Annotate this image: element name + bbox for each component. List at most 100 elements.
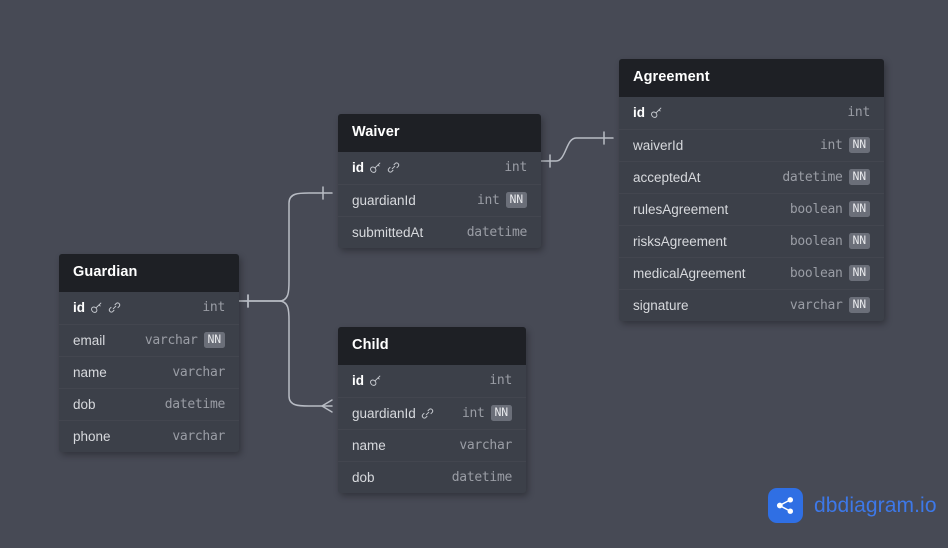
not-null-badge: NN (505, 192, 527, 208)
field-row[interactable]: medicalAgreement boolean NN (619, 256, 884, 289)
brand-label: dbdiagram.io (814, 493, 937, 517)
field-name-label: waiverId (633, 137, 684, 153)
field-row[interactable]: guardianId int NN (338, 183, 541, 216)
field-name: risksAgreement (633, 234, 727, 249)
field-row[interactable]: guardianId int NN (338, 396, 526, 429)
field-type: varchar (789, 297, 843, 313)
field-row[interactable]: email varchar NN (59, 323, 239, 356)
field-type: int (461, 405, 485, 421)
field-name-label: id (352, 373, 364, 388)
field-name: acceptedAt (633, 170, 701, 185)
table-title[interactable]: Guardian (59, 254, 239, 292)
field-type: varchar (459, 437, 512, 453)
field-row[interactable]: submittedAt datetime (338, 215, 541, 248)
field-name: submittedAt (352, 225, 423, 240)
field-type: datetime (164, 396, 226, 412)
not-null-badge: NN (848, 137, 870, 153)
field-type: boolean (789, 233, 843, 249)
field-name: waiverId (633, 138, 683, 153)
field-name: id (352, 373, 382, 388)
field-name: id (352, 160, 400, 175)
field-name-label: guardianId (352, 405, 416, 421)
not-null-badge: NN (490, 405, 512, 421)
table-title[interactable]: Agreement (619, 59, 884, 97)
dbdiagram-brand[interactable]: dbdiagram.io (768, 488, 937, 523)
field-name-label: rulesAgreement (633, 201, 729, 217)
field-name-label: dob (352, 469, 375, 485)
field-type: int (847, 105, 870, 120)
field-name-label: acceptedAt (633, 169, 701, 185)
field-type: varchar (172, 364, 225, 380)
field-name-label: signature (633, 297, 689, 313)
link-icon (387, 161, 400, 174)
field-name-label: medicalAgreement (633, 265, 746, 281)
field-type: varchar (172, 428, 225, 444)
field-name-label: id (633, 105, 645, 120)
field-type: datetime (466, 224, 528, 240)
field-name-label: name (352, 437, 386, 453)
share-network-icon (768, 488, 803, 523)
field-type: int (489, 373, 512, 388)
field-name-label: guardianId (352, 192, 416, 208)
link-icon (421, 407, 434, 420)
field-row[interactable]: risksAgreement boolean NN (619, 224, 884, 257)
relationship-waiver-to-agreement (540, 131, 614, 168)
key-icon (650, 106, 663, 119)
field-row[interactable]: waiverId int NN (619, 128, 884, 161)
table-title[interactable]: Waiver (338, 114, 541, 152)
field-name: rulesAgreement (633, 202, 728, 217)
field-row[interactable]: phone varchar (59, 419, 239, 452)
field-type: datetime (782, 169, 843, 185)
link-icon (108, 301, 121, 314)
not-null-badge: NN (848, 233, 870, 249)
field-name-label: name (73, 364, 107, 380)
field-name: dob (352, 470, 375, 485)
field-name-label: email (73, 332, 106, 348)
not-null-badge: NN (203, 332, 225, 348)
field-name: id (73, 300, 121, 315)
field-type: int (476, 192, 500, 208)
field-name-label: risksAgreement (633, 233, 727, 249)
field-name: phone (73, 429, 111, 444)
field-row[interactable]: name varchar (59, 355, 239, 388)
not-null-badge: NN (848, 297, 870, 313)
field-type: int (819, 137, 843, 153)
relationship-guardian-to-child (238, 294, 333, 413)
field-row[interactable]: signature varchar NN (619, 288, 884, 321)
field-type: int (504, 160, 527, 175)
field-row[interactable]: id int (619, 97, 884, 129)
table-fields: id int email varchar NN name varchar dob datetim… (59, 291, 239, 452)
relationship-guardian-to-waiver (238, 186, 333, 308)
key-icon (369, 161, 382, 174)
field-name-label: id (352, 160, 364, 175)
field-name: guardianId (352, 406, 434, 421)
field-row[interactable]: name varchar (338, 428, 526, 461)
key-icon (90, 301, 103, 314)
field-name-label: submittedAt (352, 224, 424, 240)
not-null-badge: NN (848, 265, 870, 281)
field-row[interactable]: id int (338, 365, 526, 397)
field-type: boolean (789, 265, 843, 281)
field-name: name (352, 438, 386, 453)
field-name-label: phone (73, 428, 111, 444)
table-card-guardian[interactable]: Guardian id int email varchar NN name varchar do… (59, 254, 239, 452)
field-row[interactable]: id int (338, 152, 541, 184)
field-name: signature (633, 298, 689, 313)
field-name: id (633, 105, 663, 120)
field-name: dob (73, 397, 96, 412)
field-name-label: dob (73, 396, 96, 412)
field-type: varchar (144, 332, 198, 348)
table-title[interactable]: Child (338, 327, 526, 365)
field-row[interactable]: dob datetime (59, 387, 239, 420)
field-type: int (202, 300, 225, 315)
field-row[interactable]: id int (59, 292, 239, 324)
